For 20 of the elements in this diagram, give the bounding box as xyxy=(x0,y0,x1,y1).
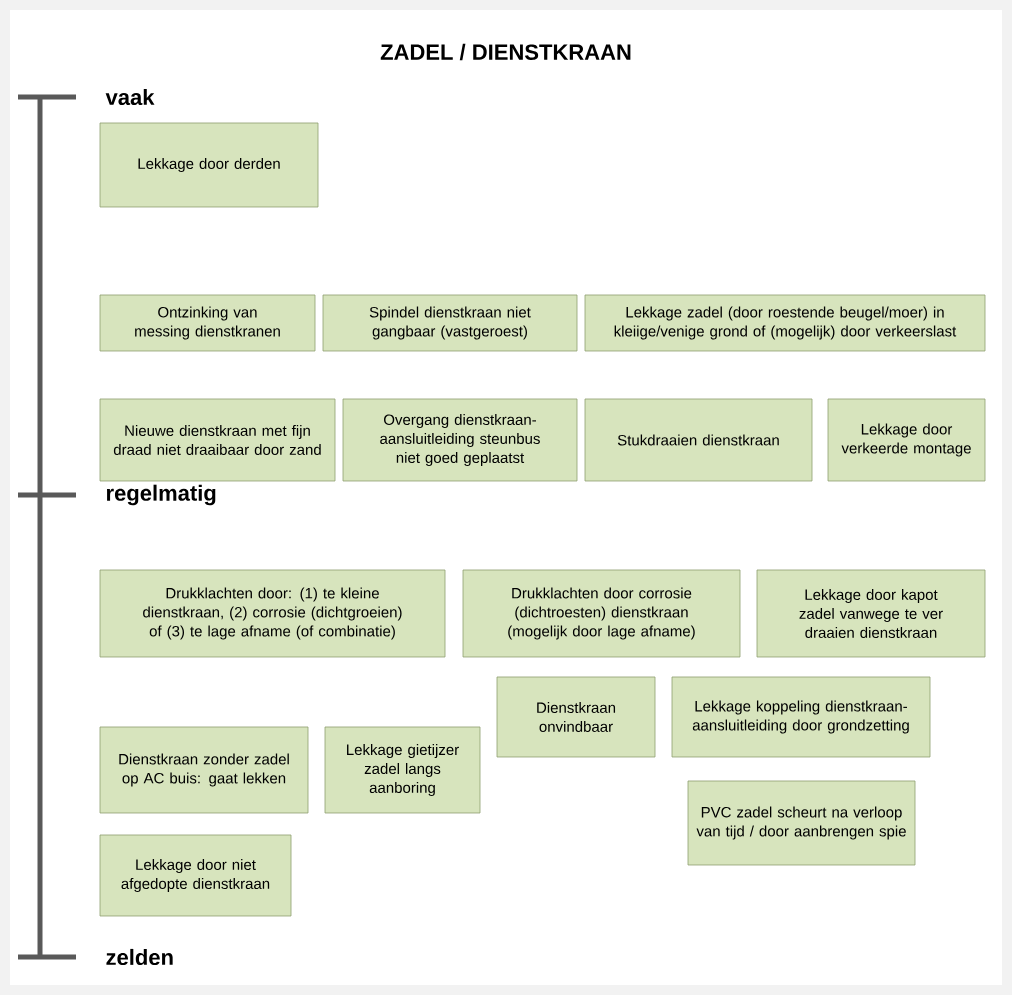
scale-label: zelden xyxy=(106,948,173,966)
cause-box: PVC zadel scheurt na verloop van tijd / door aanbrengen spie xyxy=(687,780,916,866)
cause-box: Dienstkraan onvindbaar xyxy=(496,676,656,758)
cause-box: Ontzinking van messing dienstkranen xyxy=(99,294,316,352)
cause-box: Stukdraaien dienstkraan xyxy=(584,398,813,482)
title: ZADEL / DIENSTKRAAN xyxy=(380,43,631,61)
scale-label: regelmatig xyxy=(107,484,216,506)
cause-box: Lekkage zadel (door roestende beugel/moer) in kleiige/venige grond of (mogelijk) door verkeerslast xyxy=(584,294,986,352)
cause-box: Lekkage door derden xyxy=(99,122,319,208)
cause-box: Nieuwe dienstkraan met fijn draad niet draaibaar door zand xyxy=(99,398,336,482)
cause-box: Lekkage door verkeerde montage xyxy=(827,398,986,482)
cause-box: Overgang dienstkraan-aansluitleiding steunbus niet goed geplaatst xyxy=(342,398,578,482)
cause-box: Spindel dienstkraan niet gangbaar (vastgeroest) xyxy=(322,294,578,352)
cause-box: Lekkage koppeling dienstkraan-aansluitleiding door grondzetting xyxy=(671,676,931,758)
cause-box: Dienstkraan zonder zadel op AC buis: gaat lekken xyxy=(99,726,309,814)
cause-box: Lekkage door kapot zadel vanwege te ver draaien dienstkraan xyxy=(756,569,986,658)
cause-box: Drukklachten door: (1) te kleine dienstkraan, (2) corrosie (dichtgroeien) of (3) te lage afname (of combinatie) xyxy=(99,569,446,658)
cause-box: Lekkage door niet afgedopte dienstkraan xyxy=(99,834,292,917)
cause-box: Lekkage gietijzer zadel langs aanboring xyxy=(324,726,481,814)
cause-box: Drukklachten door corrosie (dichtroesten) dienstkraan (mogelijk door lage afname) xyxy=(462,569,741,658)
